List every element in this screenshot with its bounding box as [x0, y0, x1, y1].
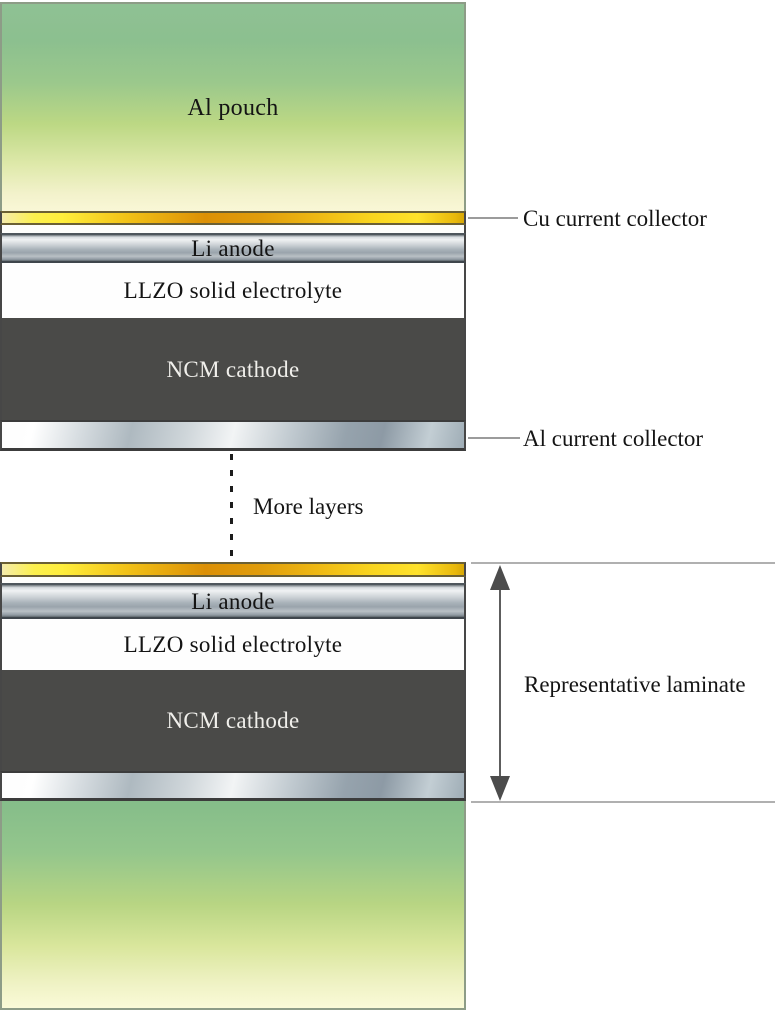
layer-llzo-electrolyte-top: LLZO solid electrolyte — [0, 263, 466, 318]
more-layers-dashed-line — [230, 454, 233, 562]
layer-cu-current-collector-bottom — [0, 562, 466, 577]
layer-cu-current-collector-top — [0, 211, 466, 225]
layer-separator-gap-bottom — [0, 577, 466, 583]
layer-ncm-cathode-bottom: NCM cathode — [0, 670, 466, 771]
li-anode-label: Li anode — [191, 235, 275, 261]
ncm-label: NCM cathode — [166, 356, 300, 382]
layer-al-pouch-bottom — [0, 801, 466, 1010]
layer-al-pouch-top: Al pouch — [0, 2, 466, 211]
laminate-bottom-boundary-line — [471, 801, 775, 803]
laminate-extent-arrow-line — [499, 584, 501, 780]
layer-llzo-electrolyte-bottom: LLZO solid electrolyte — [0, 619, 466, 670]
li-anode-label: Li anode — [191, 588, 275, 614]
layer-separator-gap-top — [0, 225, 466, 233]
laminate-top-boundary-line — [471, 562, 775, 564]
al-collector-label: Al current collector — [523, 426, 704, 451]
llzo-label: LLZO solid electrolyte — [123, 632, 343, 657]
arrow-down-icon — [490, 776, 510, 801]
more-layers-label: More layers — [253, 494, 364, 519]
al-pouch-label: Al pouch — [187, 94, 279, 121]
cu-collector-label: Cu current collector — [523, 206, 707, 231]
al-collector-pointer-line — [468, 437, 520, 439]
layer-al-current-collector-top — [0, 420, 466, 451]
layer-li-anode-bottom: Li anode — [0, 583, 466, 619]
layer-li-anode-top: Li anode — [0, 233, 466, 263]
arrow-up-icon — [490, 565, 510, 590]
ncm-label: NCM cathode — [166, 708, 300, 733]
cu-collector-pointer-line — [468, 217, 518, 219]
llzo-label: LLZO solid electrolyte — [123, 278, 343, 303]
layer-al-current-collector-bottom — [0, 771, 466, 801]
representative-laminate-label: Representative laminate — [524, 672, 746, 697]
layer-ncm-cathode-top: NCM cathode — [0, 318, 466, 420]
